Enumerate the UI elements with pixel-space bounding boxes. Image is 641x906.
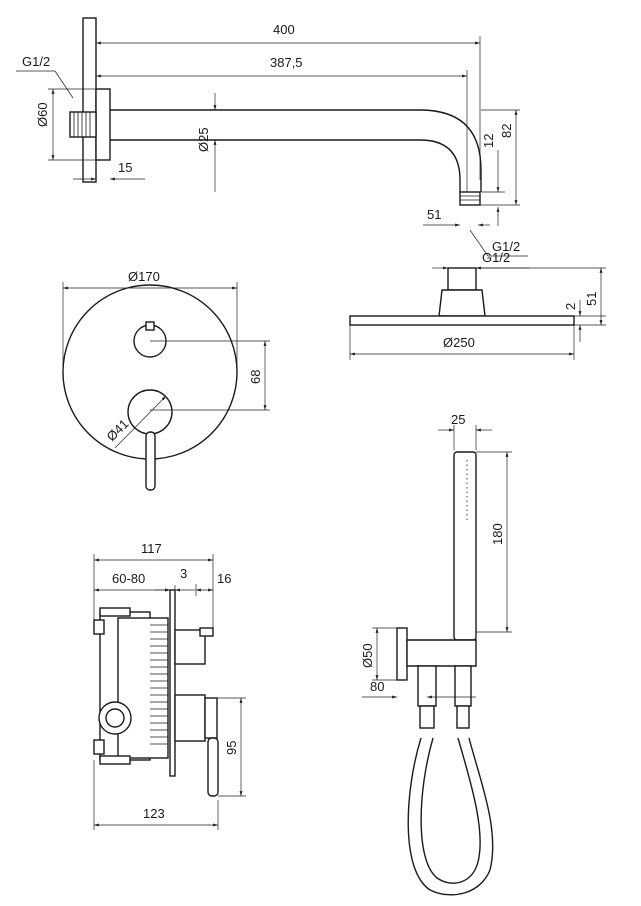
head-connector [447, 267, 477, 291]
dim-d25: Ø25 [196, 127, 211, 152]
dim-15: 15 [118, 160, 132, 175]
head-plate [349, 315, 575, 326]
dim-2: 2 [563, 303, 578, 310]
cover-plate-side [169, 589, 176, 777]
dim-d170: Ø170 [128, 269, 160, 284]
mixer-lever [145, 431, 156, 491]
head-swivel [438, 289, 486, 317]
shower-head-view: G1/2 51 2 Ø250 [349, 250, 606, 360]
hose-connector-right [454, 665, 472, 707]
dim-60-80: 60-80 [112, 571, 145, 586]
outlet-thread [459, 191, 481, 206]
diverter-side [174, 629, 206, 665]
holder-body [406, 639, 477, 667]
valve-body-view: 117 60-80 3 16 95 123 [93, 541, 246, 830]
dim-123: 123 [143, 806, 165, 821]
label-g12-head: G1/2 [482, 250, 510, 265]
dim-12: 12 [481, 134, 496, 148]
dim-d50: Ø50 [360, 643, 375, 668]
dim-400: 400 [273, 22, 295, 37]
hose-inner [420, 737, 481, 884]
arm-flange [95, 88, 111, 161]
hand-shower-body [453, 451, 477, 641]
dim-180: 180 [490, 523, 505, 545]
dim-80: 80 [370, 679, 384, 694]
wall-plate-side [82, 17, 97, 183]
dim-d250: Ø250 [443, 335, 475, 350]
mixer-lever-side [207, 737, 219, 797]
label-g12-wall: G1/2 [22, 54, 50, 69]
arm-pipe-bottom [110, 139, 461, 192]
dim-82: 82 [499, 124, 514, 138]
dim-3: 3 [180, 566, 187, 581]
dim-25: 25 [451, 412, 465, 427]
arm-pipe-top [110, 109, 482, 192]
hand-shower-view: 180 25 Ø50 80 [360, 412, 512, 896]
dim-d41: Ø41 [104, 416, 132, 444]
dim-d60: Ø60 [35, 102, 50, 127]
mixer-side [174, 694, 206, 742]
shower-arm-view: 400 387,5 G1/2 Ø60 15 Ø25 12 82 51 G1/2 [16, 17, 528, 257]
label-g12-outlet: G1/2 [492, 239, 520, 254]
hose-outer [407, 737, 494, 896]
dim-95: 95 [224, 741, 239, 755]
holder-wall-plate [396, 627, 408, 681]
dim-68: 68 [248, 370, 263, 384]
wall-plate-front-view: Ø170 68 Ø41 [62, 269, 270, 491]
dim-51-head: 51 [584, 292, 599, 306]
dim-387-5: 387,5 [270, 55, 303, 70]
dim-51: 51 [427, 207, 441, 222]
dim-16: 16 [217, 571, 231, 586]
hose-connector-left [417, 665, 437, 707]
dim-117: 117 [141, 541, 162, 556]
